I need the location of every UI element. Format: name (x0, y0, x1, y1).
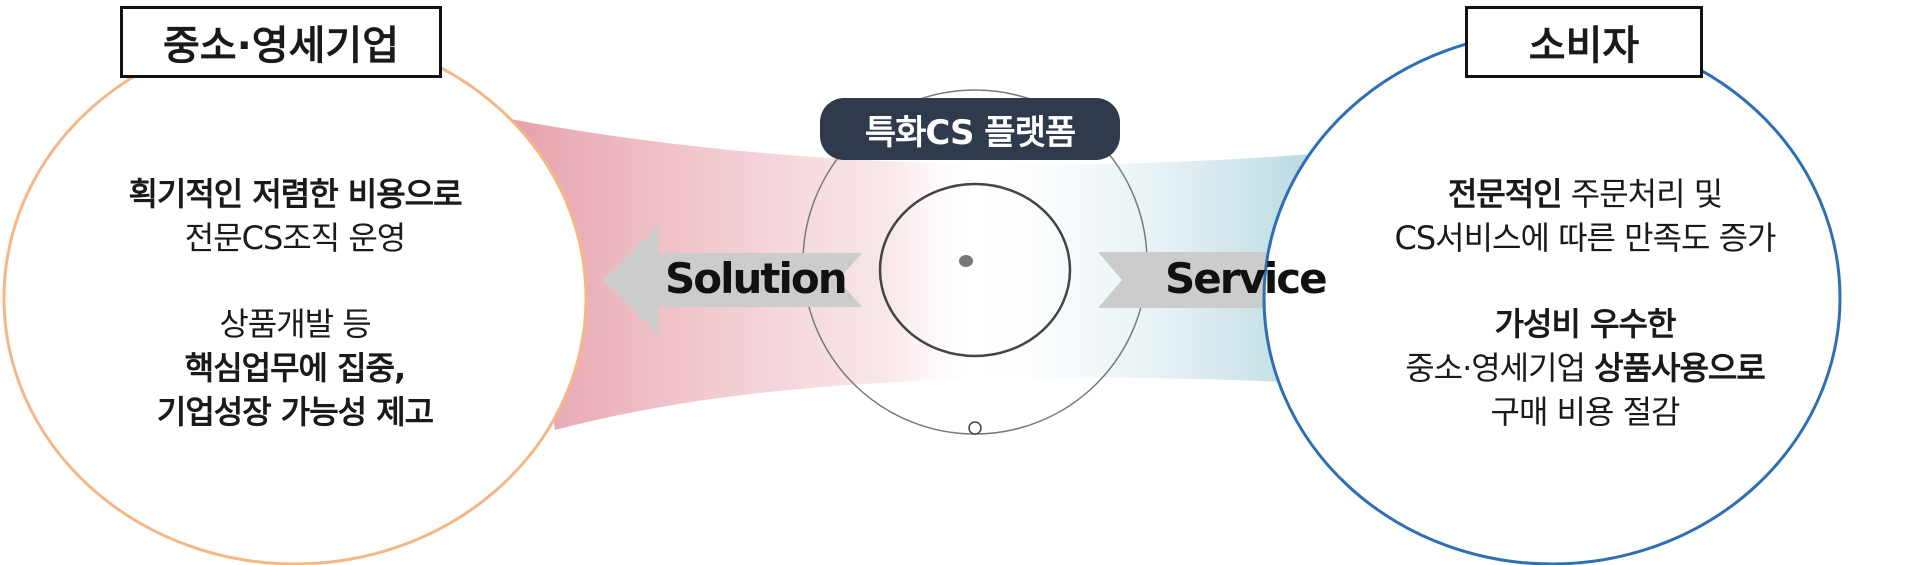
platform-orbit-node (968, 421, 982, 435)
platform-center-dot (959, 255, 973, 267)
right-benefit-2: 가성비 우수한 중소·영세기업 상품사용으로 구매 비용 절감 (1365, 302, 1805, 434)
left-benefit-2-line-3: 기업성장 가능성 제고 (156, 393, 434, 431)
right-benefit-2-line-2: 중소·영세기업 상품사용으로 (1365, 346, 1805, 390)
left-benefit-1: 획기적인 저렴한 비용으로 전문CS조직 운영 (75, 172, 515, 260)
left-benefit-2-line-2: 핵심업무에 집중, (184, 349, 406, 387)
right-entity-circle (1262, 30, 1842, 565)
platform-inner-ring (878, 182, 1072, 358)
right-benefit-2-line-1: 가성비 우수한 (1494, 305, 1677, 343)
right-benefit-1-line-1-rest: 주문처리 및 (1561, 175, 1723, 213)
right-benefit-1-line-2: CS서비스에 따른 만족도 증가 (1394, 219, 1776, 257)
connecting-band (505, 118, 1360, 430)
right-entity-title: 소비자 (1465, 6, 1703, 78)
solution-arrow (603, 225, 862, 335)
left-entity-circle (2, 30, 588, 565)
right-benefit-1: 전문적인 주문처리 및 CS서비스에 따른 만족도 증가 (1365, 172, 1805, 260)
right-benefit-2-line-2-start: 중소·영세기업 (1405, 349, 1595, 387)
right-benefit-2-line-2-bold: 상품사용으로 (1594, 349, 1766, 387)
left-entity-title: 중소·영세기업 (120, 6, 442, 78)
right-benefit-2-line-3: 구매 비용 절감 (1490, 393, 1681, 431)
solution-label: Solution (665, 254, 848, 303)
right-benefit-1-line-1: 전문적인 주문처리 및 (1365, 172, 1805, 216)
left-benefit-1-line-2: 전문CS조직 운영 (184, 219, 406, 257)
left-benefit-2: 상품개발 등 핵심업무에 집중, 기업성장 가능성 제고 (75, 302, 515, 434)
left-benefit-2-line-1: 상품개발 등 (219, 305, 371, 343)
right-benefit-1-line-1-bold: 전문적인 (1447, 175, 1563, 213)
service-label: Service (1165, 254, 1328, 303)
platform-label: 특화CS 플랫폼 (820, 98, 1120, 160)
left-benefit-1-line-1: 획기적인 저렴한 비용으로 (128, 175, 462, 213)
